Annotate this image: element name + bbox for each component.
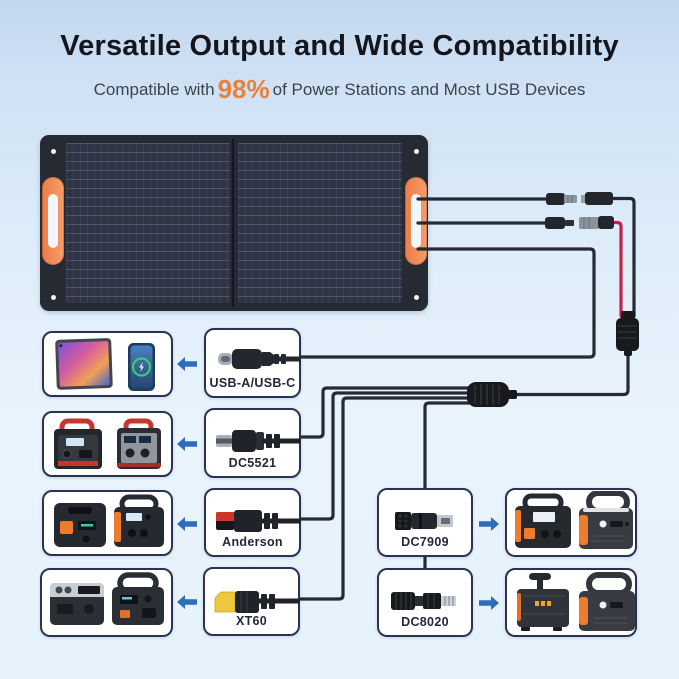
gray-power-stations-image (50, 572, 164, 625)
arrow-right-icon (479, 517, 499, 531)
tablet-and-phone-image (55, 338, 155, 391)
dc8020-devices-box (505, 568, 637, 637)
orange-accent-power-stations-image (515, 491, 633, 549)
red-power-stations-image (54, 418, 161, 469)
arrow-left-icon (177, 357, 197, 371)
panel-handle-right (405, 177, 427, 265)
dc7909-connector-label: DC7909 (401, 535, 449, 549)
dc8020-connector-box: DC8020 (377, 568, 473, 637)
power-station-image (579, 572, 635, 631)
four-way-splitter (467, 382, 517, 407)
panel-fold-line (232, 139, 234, 307)
trolley-power-stations-image (517, 572, 635, 631)
power-station-image (517, 573, 569, 631)
power-station-image (50, 583, 104, 625)
usb-devices-box (42, 331, 173, 397)
mc4-connector-pair-2 (545, 216, 614, 229)
dc7909-connector-box: DC7909 (377, 488, 473, 557)
anderson-connector-box: Anderson (204, 488, 301, 557)
corner-screw (51, 149, 56, 154)
xt60-connector-label: XT60 (235, 614, 268, 628)
panel-handle-left (42, 177, 64, 265)
solar-cells-right (238, 143, 402, 303)
usb-connector-label: USB-A/USB-C (209, 376, 296, 390)
tablet-image (55, 338, 113, 390)
dc5521-connector-box: DC5521 (204, 408, 301, 478)
dc8020-connector-label: DC8020 (401, 615, 449, 629)
phone-image (128, 343, 155, 391)
xt60-plug-icon (214, 591, 300, 613)
subtitle-suffix: of Power Stations and Most USB Devices (272, 80, 586, 99)
arrow-right-icon (479, 596, 499, 610)
xt60-connector-box: XT60 (203, 567, 300, 636)
red-mc4-wire (612, 220, 623, 318)
orange-power-stations-image (54, 494, 164, 547)
mc4-adapter (616, 311, 639, 356)
corner-screw (414, 149, 419, 154)
arrow-left-icon (177, 595, 197, 609)
power-station-image (114, 494, 164, 547)
power-station-image (117, 418, 161, 469)
power-station-image (112, 572, 164, 625)
xt60-devices-box (40, 568, 173, 637)
mc4-to-adapter-wire (611, 196, 636, 318)
dc7909-wire (423, 401, 474, 490)
corner-screw (51, 295, 56, 300)
subtitle-prefix: Compatible with (93, 80, 215, 99)
solar-cells-left (66, 143, 230, 303)
power-station-image (515, 493, 571, 548)
page-title: Versatile Output and Wide Compatibility (60, 30, 619, 62)
dc5521-connector-label: DC5521 (228, 456, 277, 470)
mc4-connector-pair-1 (546, 192, 613, 205)
usb-connector-box: USB-A/USB-C (204, 328, 301, 398)
anderson-devices-box (42, 490, 173, 556)
anderson-connector-label: Anderson (222, 535, 283, 549)
adapter-to-splitter-wire (510, 352, 630, 397)
power-station-image (54, 503, 106, 547)
dc5521-wire (297, 386, 472, 439)
power-station-image (579, 491, 633, 549)
arrow-left-icon (177, 517, 197, 531)
anderson-plug-icon (216, 510, 301, 532)
subtitle-highlight: 98% (217, 74, 270, 104)
power-station-image (54, 418, 102, 469)
dc5521-devices-box (42, 411, 173, 477)
corner-screw (414, 295, 419, 300)
dc7909-devices-box (505, 488, 637, 557)
arrow-left-icon (177, 437, 197, 451)
usb-plug-icon (218, 349, 301, 369)
dc5521-plug-icon (216, 430, 301, 452)
solar-panel-image (40, 135, 428, 311)
